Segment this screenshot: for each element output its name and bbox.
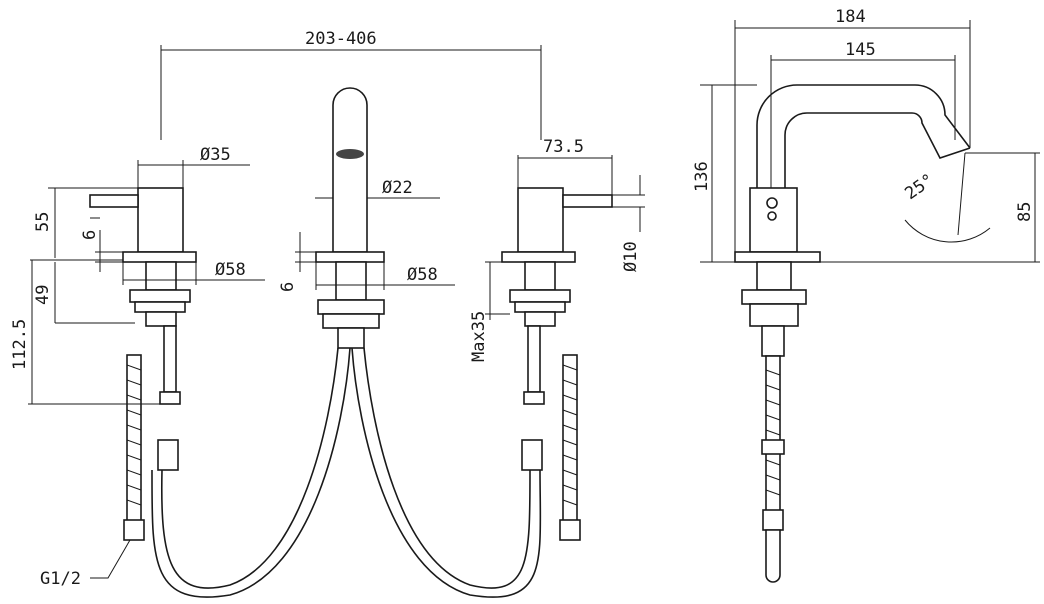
dim-plate-center: 6: [278, 282, 298, 292]
left-handle: [89, 187, 197, 405]
dimension-lines: [28, 20, 1040, 579]
side-view: [734, 84, 971, 583]
dim-total-below: 112.5: [10, 319, 30, 370]
dim-lever-diameter: Ø10: [621, 241, 641, 272]
dim-overall-reach: 184: [835, 7, 866, 27]
dim-spout-diameter: Ø22: [382, 178, 413, 198]
dim-handle-height: 55: [33, 212, 53, 232]
dim-lever-length: 73.5: [543, 137, 584, 157]
dim-max-deck: Max35: [469, 311, 489, 362]
spout: [151, 87, 543, 598]
dim-spout-reach: 145: [845, 40, 876, 60]
dim-height: 136: [692, 161, 712, 192]
dim-spacing: 203-406: [305, 29, 377, 49]
thread-label: G1/2: [40, 569, 81, 589]
dim-base-center: Ø58: [407, 265, 438, 285]
dim-shank-height: 49: [33, 285, 53, 305]
right-handle: [501, 187, 613, 405]
braided-hoses: [123, 354, 581, 541]
dim-plate-left: 6: [80, 230, 100, 240]
dim-handle-diameter: Ø35: [200, 145, 231, 165]
dim-outlet-height: 85: [1015, 202, 1035, 222]
dim-base-left: Ø58: [215, 260, 246, 280]
dim-angle: 25°: [901, 170, 938, 204]
